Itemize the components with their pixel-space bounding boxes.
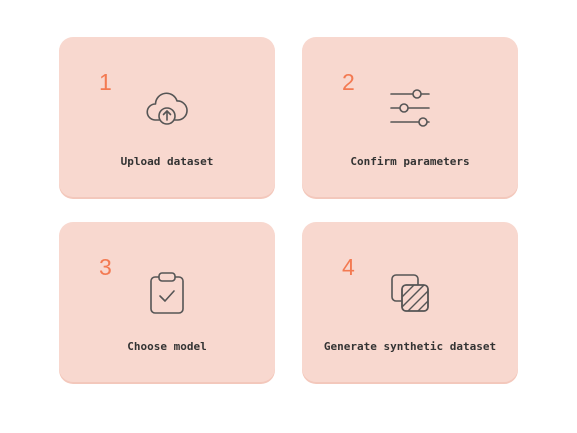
step-label: Confirm parameters [350, 155, 470, 168]
step-label: Generate synthetic dataset [323, 340, 497, 353]
step-card-upload-dataset[interactable]: 1 Upload dataset [59, 37, 275, 197]
step-card-confirm-parameters[interactable]: 2 Confirm parameters [302, 37, 518, 197]
cloud-upload-icon [144, 85, 190, 131]
step-number: 2 [342, 69, 355, 95]
step-number: 4 [342, 254, 355, 280]
step-number: 1 [99, 69, 112, 95]
step-label: Choose model [127, 340, 207, 353]
sliders-icon [387, 85, 433, 131]
step-card-choose-model[interactable]: 3 Choose model [59, 222, 275, 382]
step-number: 3 [99, 254, 112, 280]
clipboard-check-icon [144, 270, 190, 316]
step-label: Upload dataset [120, 155, 214, 168]
step-card-generate-synthetic-dataset[interactable]: 4 Generate syntheti [302, 222, 518, 382]
overlapping-squares-icon [387, 270, 433, 316]
